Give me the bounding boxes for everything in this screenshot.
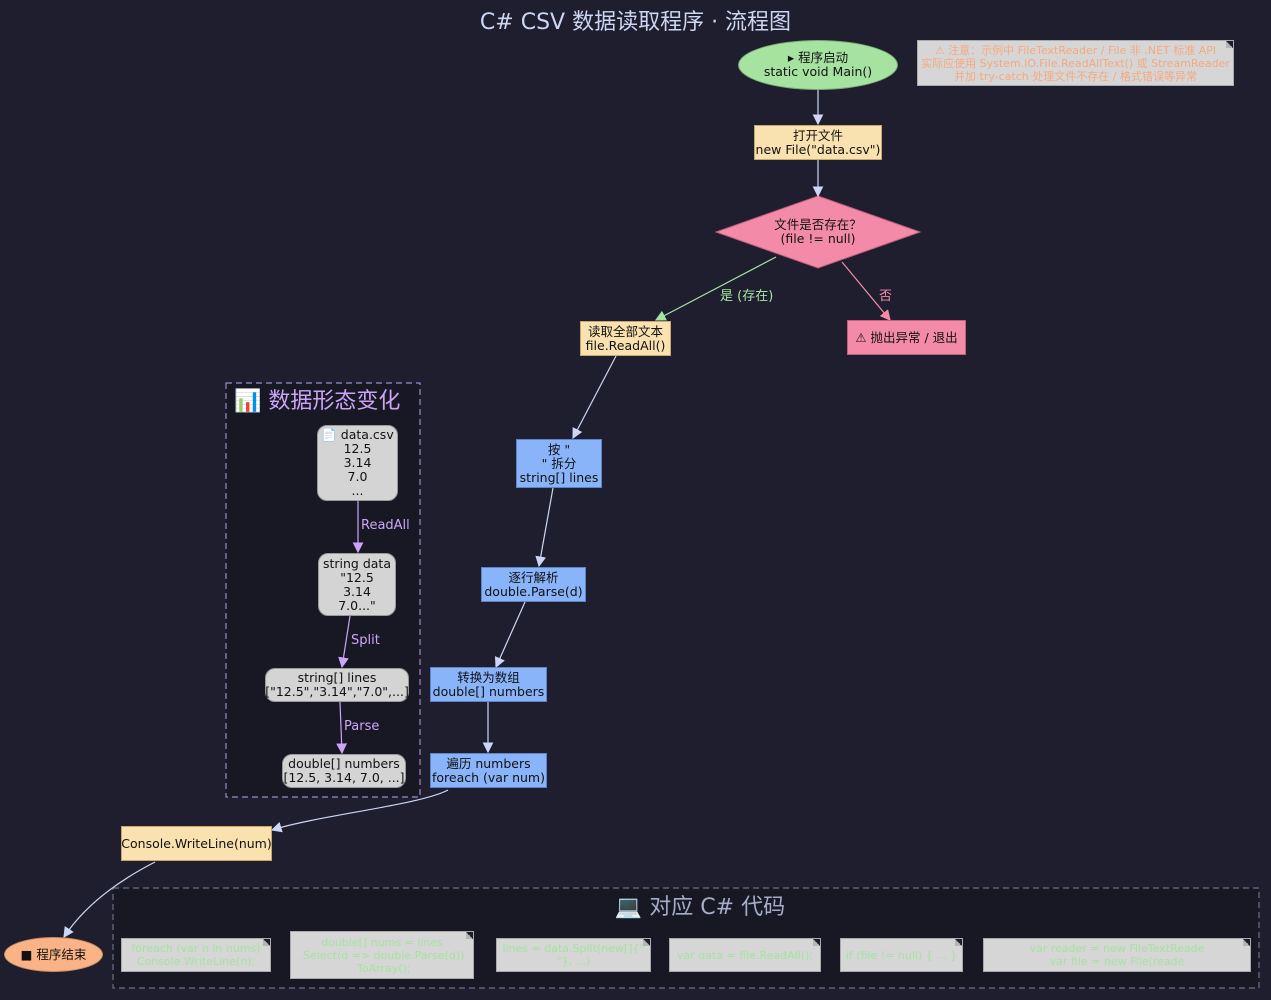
edge-parse-data [336,701,348,755]
edge-label-no: 否 [879,289,893,304]
code-note-if-line-1: if (file != null) { ... } [845,948,958,962]
write-code: Console.WriteLine(num) [121,835,272,851]
page-title: C# CSV 数据读取程序 · 流程图 [479,10,792,35]
error-node: ⚠ 抛出异常 / 退出 [847,320,966,355]
loop-label: 遍历 numbers [446,755,531,771]
code-note-select: double[] nums = lines .Select(d => doubl… [290,931,474,979]
end-node: ■ 程序结束 [4,937,103,972]
string-data-value-3: 7.0..." [338,597,376,613]
code-note-split-line-1: lines = data.Split(new[]{" [502,942,645,955]
read-all-code: file.ReadAll() [585,337,666,353]
decision-node: 文件是否存在？ (file != null) [736,215,900,249]
double-numbers-value: [12.5, 3.14, 7.0, ...] [283,770,405,785]
string-data-label: string data [322,555,391,571]
parse-label: 逐行解析 [508,569,559,585]
data-csv-value-1: 12.5 [343,441,372,456]
open-file-code: new File("data.csv") [755,141,881,157]
data-csv-ellipsis: ... [351,483,364,498]
string-data-node: string data "12.5 3.14 7.0..." [318,553,396,616]
start-label: ▸ 程序启动 [787,50,849,65]
warning-note: ⚠ 注意：示例中 FileTextReader / File 非 .NET 标准… [917,40,1234,86]
edge-label-readall: ReadAll [361,518,410,533]
data-csv-node: 📄 data.csv 12.5 3.14 7.0 ... [317,425,398,501]
open-file-label: 打开文件 [792,127,843,143]
start-node: ▸ 程序启动 static void Main() [738,40,898,90]
code-note-foreach: foreach (var n in nums) Console.WriteLin… [121,938,271,972]
warning-line-1: ⚠ 注意：示例中 FileTextReader / File 非 .NET 标准… [934,43,1217,57]
open-file-node: 打开文件 new File("data.csv") [754,125,882,160]
error-label: ⚠ 抛出异常 / 退出 [855,329,958,345]
edge-read-split [572,355,617,440]
data-csv-value-2: 3.14 [343,455,372,470]
data-csv-value-3: 7.0 [347,469,368,484]
read-all-label: 读取全部文本 [587,323,663,339]
edge-loop-write [270,789,449,833]
code-note-readall: var data = file.ReadAll(); [669,938,821,972]
to-array-node: 转换为数组 double[] numbers [430,667,547,702]
code-note-if: if (file != null) { ... } [840,938,963,972]
split-label-1: 按 " [547,441,571,457]
edge-split-parse [535,487,554,568]
warning-line-3: 并加 try-catch 处理文件不存在 / 格式错误等异常 [954,69,1197,83]
code-note-reader-line-1: var reader = new FileTextReade [1029,942,1205,955]
string-lines-node: string[] lines ["12.5","3.14","7.0",...] [265,668,409,702]
code-cluster-label: 💻 对应 C# 代码 [614,895,786,920]
split-node: 按 " " 拆分 string[] lines [516,439,602,488]
decision-code: (file != null) [780,231,856,246]
to-array-code: double[] numbers [432,683,545,699]
code-note-split: lines = data.Split(new[]{" "}, ...) [496,938,651,972]
code-note-foreach-line-1: foreach (var n in nums) [131,942,261,955]
read-all-node: 读取全部文本 file.ReadAll() [580,321,671,356]
string-data-value-2: 3.14 [343,583,371,599]
code-note-select-line-2: .Select(d => double.Parse(d)) [299,948,465,962]
data-csv-label: 📄 data.csv [321,427,394,442]
double-numbers-label: double[] numbers [288,756,400,771]
to-array-label: 转换为数组 [457,669,520,685]
code-note-reader-line-2: var file = new File(reade [1049,955,1185,968]
code-note-readall-line-1: var data = file.ReadAll(); [676,948,814,962]
edge-label-parse: Parse [344,719,380,734]
loop-code: foreach (var num) [432,769,545,785]
code-note-select-line-3: .ToArray(); [353,961,411,975]
decision-label: 文件是否存在？ [774,217,862,232]
decision-diamond [714,195,922,269]
double-numbers-node: double[] numbers [12.5, 3.14, 7.0, ...] [282,754,406,788]
start-code: static void Main() [763,64,873,79]
split-label-2: " 拆分 [541,455,577,471]
string-lines-value: ["12.5","3.14","7.0",...] [265,684,409,699]
parse-node: 逐行解析 double.Parse(d) [481,567,586,602]
string-data-value-1: "12.5 [340,569,374,585]
split-code: string[] lines [519,469,599,485]
loop-node: 遍历 numbers foreach (var num) [430,753,547,788]
write-node: Console.WriteLine(num) [121,826,272,861]
end-label: ■ 程序结束 [20,946,87,962]
edge-no [841,261,891,321]
string-lines-label: string[] lines [297,670,377,685]
warning-line-2: 实际应使用 System.IO.File.ReadAllText() 或 Str… [921,56,1230,70]
data-cluster-label: 📊 数据形态变化 [234,389,401,414]
code-note-select-line-1: double[] nums = lines [321,935,443,949]
code-note-foreach-line-2: Console.WriteLine(n); [136,955,256,968]
edge-label-yes: 是 (存在) [720,289,774,304]
edge-write-end [63,861,156,939]
edge-yes [654,256,777,321]
parse-code: double.Parse(d) [484,583,583,599]
edge-label-split: Split [351,633,380,648]
edge-parse-array [494,601,526,669]
code-note-reader: var reader = new FileTextReade var file … [983,938,1251,972]
code-note-split-line-2: "}, ...) [556,955,591,968]
edge-split-data [338,615,351,669]
